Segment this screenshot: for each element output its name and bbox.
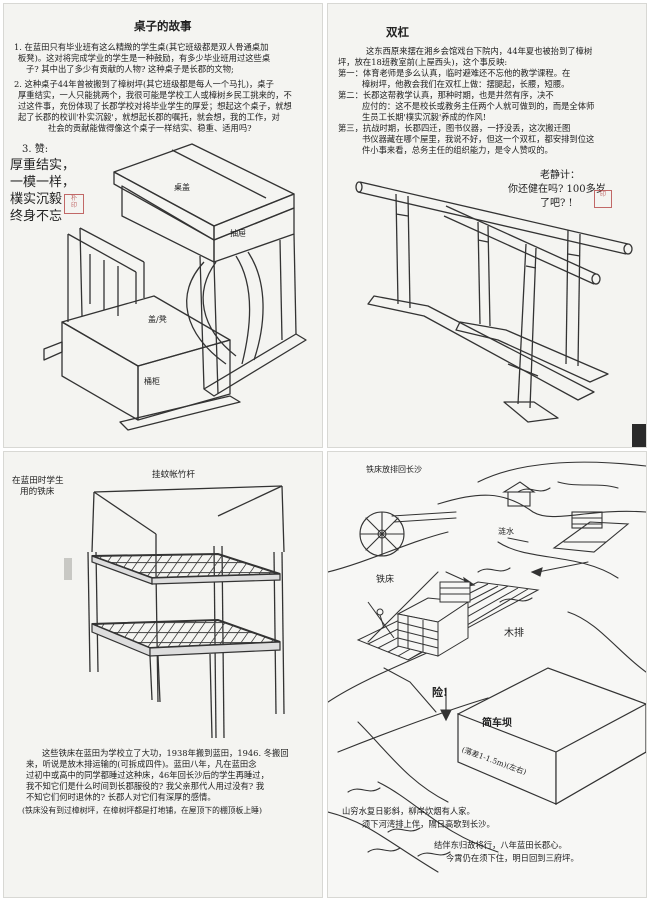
text-line: 板凳)。这对将完成学业的学生是一种鼓励，有多少毕业班用过这些桌 [18, 53, 271, 63]
text-line: 书仪器藏在哪个屋里，我说不好，但这一个双杠，都安排到位这 [362, 134, 595, 144]
page-raft-route: 铁床放排回长沙 涟水 铁床 木排 险! 简车坝 (落差1-1.5m)(左右) 山… [328, 452, 646, 897]
text-line: 社会的贡献能做得像这个桌子一样结实、稳重、适用吗? [48, 123, 252, 133]
text-line: 第三，抗战时期，长郡四迁，图书仪器，一抒没丢，这次搬迁图 [338, 123, 571, 133]
text-line: 件小事来看，总务主任的组织能力，是令人赞叹的。 [362, 145, 553, 155]
raft-route-illustration [328, 461, 646, 873]
label-bed: 铁床 [376, 575, 395, 585]
praise-label: 3. 赞: [22, 144, 49, 155]
seal-stamp: 朴印 [64, 194, 84, 214]
dark-edge [632, 424, 646, 447]
page-title: 桌子的故事 [134, 19, 192, 33]
text-line: 应付的：这不是校长或教务主任两个人就可做到的，而是全体师 [362, 101, 595, 111]
label-cabinet: 桶柜 [144, 377, 160, 386]
text-line: 厚重结实，一人只能挑两个，我很可能是学校工人或樟树乡民工挑来的，不 [18, 90, 292, 100]
handwritten-line: 你还健在吗? 100多岁 [508, 184, 606, 195]
heading-line: 在蓝田时学生 [12, 476, 64, 486]
iron-bed-illustration [87, 485, 285, 739]
heading-line: 用的铁床 [20, 487, 55, 497]
handwritten-line: 终身不忘 [10, 209, 63, 224]
poem-line: 山穷水复日影斜，柳岸炊烟有人家。 [342, 806, 475, 816]
label-dam: 简车坝 [482, 718, 512, 729]
text-line: 樟树坪，他教会我们在双杠上做：摆腿起，长腰，短腰。 [362, 79, 570, 89]
text-line: 过这件事，充份体现了长郡学校对将毕业学生的厚爱；想起这个桌子，就想 [18, 101, 292, 111]
parallel-bars-illustration [355, 181, 633, 423]
text-line: 起了长郡的校训'朴实沉毅'，就想起长郡的嘱托，就会想，我的工作，对 [18, 112, 280, 122]
handwritten-line: 厚重结实， [10, 158, 76, 173]
label-seat: 盖/凳 [148, 315, 167, 324]
page-desk-story: 桌子的故事 1. 在蓝田只有毕业班有这么精緻的学生桌(其它班级都是双人骨通桌加 … [4, 4, 322, 447]
text-line: 1. 在蓝田只有毕业班有这么精緻的学生桌(其它班级都是双人骨通桌加 [14, 42, 269, 52]
handwritten-line: 一模一样， [10, 175, 76, 190]
scan-mark [64, 558, 72, 580]
poem-line: 须下河湾排上伴，隔日高歌到长沙。 [362, 819, 495, 829]
poem-line: 今霄仍在须下住，明日回到三府坪。 [446, 853, 579, 863]
desk-illustration [43, 143, 307, 431]
label-route: 铁床放排回长沙 [366, 465, 422, 474]
text-line: 2. 这种桌子44年曾被搬到了樟树坪(其它班级都是每人一个马扎)，桌子 [14, 79, 274, 89]
label-mosquito-pole: 挂蚊帐竹杆 [152, 470, 195, 480]
text-line: 这些铁床在蓝田为学校立了大功，1938年搬到蓝田，1946. 冬搬回 [42, 748, 289, 758]
page-iron-bed: 在蓝田时学生 用的铁床 挂蚊帐竹杆 [4, 452, 322, 897]
text-line: 过初中或高中的同学都睡过这种床，46年回长沙后的学生再睡过， [26, 770, 269, 780]
text-line: 来，听说是放木排运输的(可拆成四件)。蓝田八年，凡在蓝田念 [26, 759, 257, 769]
text-line: 子? 其中出了多少有贡献的人物? 这种桌子是长郡的文物; [26, 64, 234, 74]
label-drawer: 抽屉 [230, 229, 246, 238]
text-line: 第一：体育老师是多么认真，临时避难还不忘他的教学课程。在 [338, 68, 571, 78]
text-line: 不知它们何时退休的? 长郡人对它们有深厚的感情。 [26, 792, 216, 802]
label-raft: 木排 [504, 628, 524, 639]
poem-line: 结伴东归故将行，八年蓝田长郡心。 [434, 840, 567, 850]
text-line: 生员工长期'樸实沉毅'养成的作风! [362, 112, 487, 122]
handwritten-line: 樸实沉毅 [10, 192, 63, 207]
handwritten-line: 老静计： [540, 170, 580, 181]
page-parallel-bars: 双杠 这东西原来摆在湘乡会馆戏台下院内，44年夏也被抬到了樟树 坪，放在18班教… [328, 4, 646, 447]
handwritten-line: 了吧? ! [540, 198, 573, 209]
text-line: 坪，放在18班教室前(上屋西头)，这个事反映: [338, 57, 508, 67]
text-line: (铁床没有到过樟树坪，在樟树坪都是打地铺，在屋顶下的棚顶板上睡) [22, 806, 262, 815]
page-title: 双杠 [386, 25, 409, 39]
label-lid: 桌盖 [174, 183, 190, 192]
label-danger: 险! [432, 686, 448, 699]
label-creek: 涟水 [498, 527, 514, 536]
seal-stamp: 印 [594, 190, 612, 208]
text-line: 我不知它们是什么时间到长郡服役的? 我父亲那代人用过没有? 我 [26, 781, 265, 791]
text-line: 这东西原来摆在湘乡会馆戏台下院内，44年夏也被抬到了樟树 [366, 46, 593, 56]
text-line: 第二：长郡这帮教学认真，那种时期，也是井然有序，决不 [338, 90, 554, 100]
